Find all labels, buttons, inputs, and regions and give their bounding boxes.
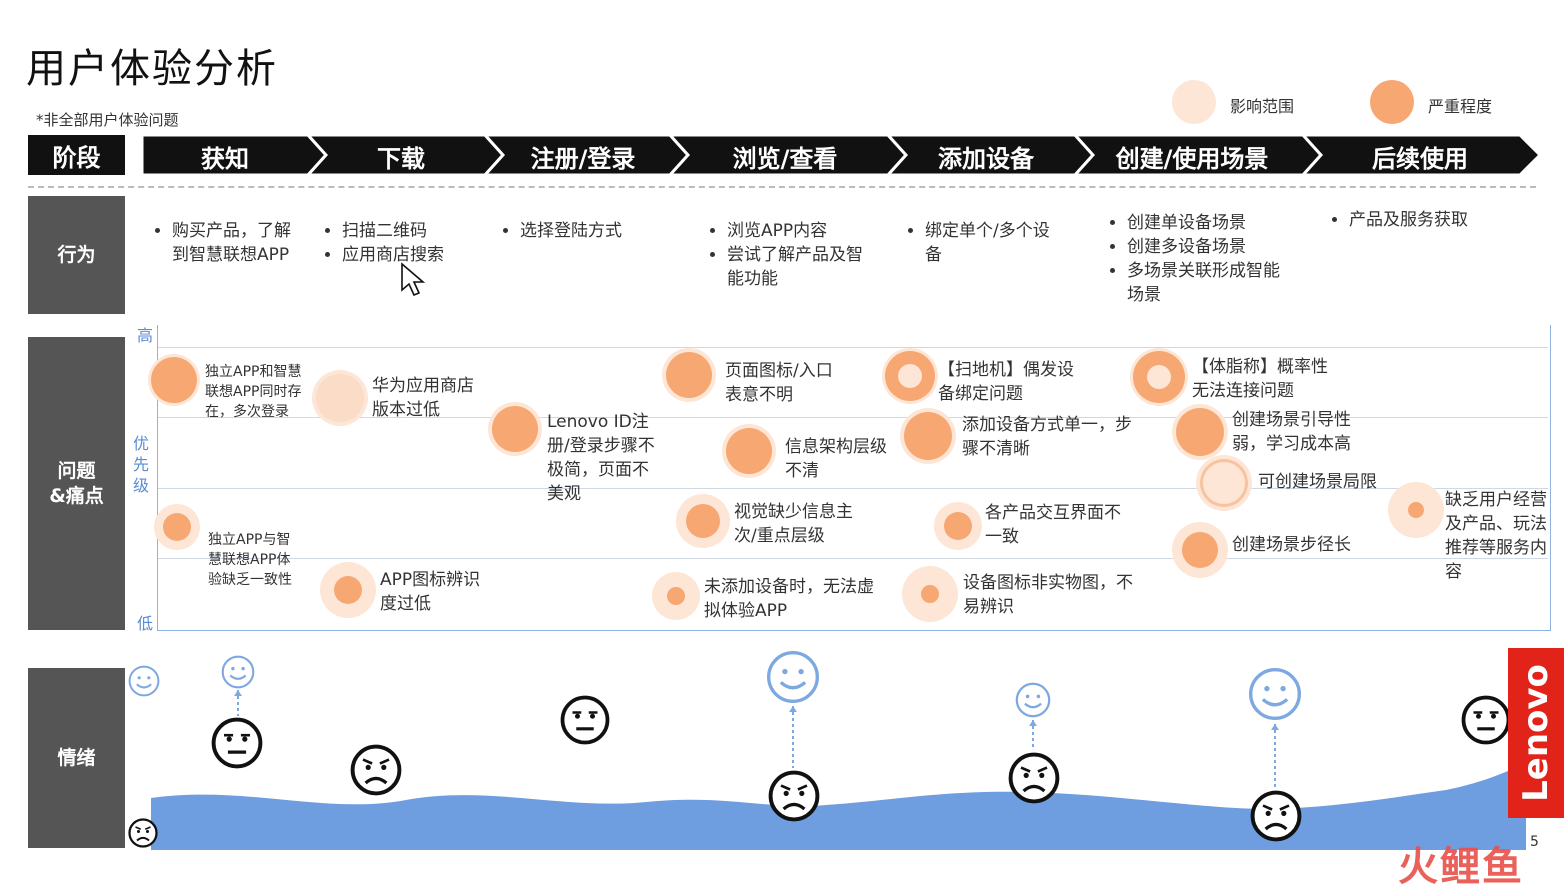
emotion-neutral-icon [560, 695, 610, 745]
issue-label: 视觉缺少信息主次/重点层级 [734, 502, 853, 546]
issues-grid [157, 325, 1551, 631]
issue-label: 信息架构层级不清 [785, 437, 887, 481]
phase-label: 下载 [377, 145, 425, 173]
phase-label: 创建/使用场景 [1115, 145, 1269, 173]
issue-label: 创建场景引导性弱，学习成本高 [1232, 410, 1351, 454]
axis-sad-icon [128, 818, 158, 848]
page-title: 用户体验分析 [26, 46, 278, 92]
divider [28, 186, 1536, 188]
behavior-group: 选择登陆方式 [500, 219, 670, 243]
issue-label: 华为应用商店版本过低 [372, 376, 474, 420]
issue-label: 可创建场景局限 [1258, 472, 1377, 492]
page-number: 5 [1530, 834, 1539, 850]
issue-bubble [312, 370, 368, 426]
issue-label: 添加设备方式单一，步骤不清晰 [962, 415, 1132, 459]
row-label-issues: 问题 &痛点 [28, 337, 125, 630]
emotion-sad-icon [1250, 790, 1302, 842]
issue-bubble [154, 504, 200, 550]
issue-bubble [934, 502, 982, 550]
legend-range-icon [1172, 80, 1216, 124]
issue-label: 缺乏用户经营及产品、玩法推荐等服务内容 [1445, 490, 1547, 582]
issue-label: 页面图标/入口表意不明 [725, 361, 833, 405]
emotion-neutral-icon [1461, 695, 1511, 745]
issue-bubble [676, 494, 730, 548]
behavior-item: 浏览APP内容 [727, 219, 867, 243]
phase-label: 添加设备 [938, 145, 1034, 173]
phase-label: 浏览/查看 [732, 145, 838, 173]
legend-severity-label: 严重程度 [1428, 97, 1493, 116]
behavior-group: 购买产品，了解到智慧联想APP [152, 219, 302, 267]
issue-bubble [722, 424, 776, 478]
behavior-group: 扫描二维码 应用商店搜索 [322, 219, 482, 267]
behavior-item: 绑定单个/多个设备 [925, 219, 1065, 267]
emotion-happy-icon [1249, 668, 1301, 720]
grid-line [158, 488, 1548, 489]
issue-label: 【扫地机】偶发设备绑定问题 [938, 360, 1074, 404]
issue-label: APP图标辨识度过低 [380, 570, 481, 614]
row-label-behavior: 行为 [28, 196, 125, 314]
phase-arrows [140, 133, 1543, 177]
issue-bubble [1172, 404, 1228, 460]
emotion-neutral-icon [211, 717, 263, 769]
grid-line [158, 558, 1548, 559]
issue-label: 创建场景步径长 [1232, 535, 1351, 555]
issue-label: 未添加设备时，无法虚拟体验APP [704, 577, 874, 621]
priority-low-label: 低 [137, 614, 154, 633]
priority-axis-label: 优 先 级 [133, 434, 150, 495]
issue-bubble [902, 566, 958, 622]
issue-bubble [1130, 348, 1188, 406]
lenovo-logo: Lenovo [1508, 648, 1564, 818]
row-label-emotion: 情绪 [28, 668, 125, 848]
legend-range-label: 影响范围 [1230, 97, 1295, 116]
behavior-group: 产品及服务获取 [1329, 208, 1529, 232]
issue-bubble [662, 348, 716, 402]
issue-bubble [900, 408, 956, 464]
emotion-happy-icon [1015, 682, 1051, 718]
behavior-item: 尝试了解产品及智能功能 [727, 243, 867, 291]
issue-bubble [1172, 522, 1228, 578]
phase-label: 后续使用 [1372, 145, 1468, 173]
issue-label: Lenovo ID注册/登录步骤不极简，页面不美观 [547, 412, 655, 504]
behavior-item: 创建单设备场景 [1127, 211, 1287, 235]
priority-high-label: 高 [137, 326, 154, 345]
phase-label: 获知 [201, 145, 249, 173]
grid-line [158, 417, 1548, 418]
behavior-item: 扫描二维码 [342, 219, 482, 243]
mouse-cursor-icon [401, 262, 426, 297]
issue-label: 各产品交互界面不一致 [985, 503, 1121, 547]
emotion-sad-icon [768, 770, 820, 822]
issue-bubble [1196, 455, 1252, 511]
behavior-group: 绑定单个/多个设备 [905, 219, 1065, 267]
issue-label: 【体脂称】概率性无法连接问题 [1192, 357, 1328, 401]
issue-bubble [148, 354, 200, 406]
emotion-sad-icon [1008, 752, 1060, 804]
behavior-item: 产品及服务获取 [1349, 208, 1529, 232]
phase-label: 注册/登录 [530, 145, 636, 173]
issue-bubble [882, 348, 938, 404]
behavior-item: 创建多设备场景 [1127, 235, 1287, 259]
emotion-happy-icon [767, 651, 819, 703]
emotion-sad-icon [350, 744, 402, 796]
phase-header: 阶段 [28, 135, 125, 175]
watermark: 火鲤鱼 [1398, 844, 1524, 890]
issue-bubble [488, 402, 542, 456]
behavior-item: 多场景关联形成智能场景 [1127, 259, 1287, 307]
emotion-curve-chart [128, 651, 1526, 850]
grid-line [158, 347, 1548, 348]
behavior-item: 选择登陆方式 [520, 219, 670, 243]
issue-label: 独立APP和智慧联想APP同时存在，多次登录 [205, 364, 302, 420]
behavior-group: 浏览APP内容 尝试了解产品及智能功能 [707, 219, 867, 291]
issue-label: 设备图标非实物图，不易辨识 [963, 573, 1133, 617]
legend-severity-icon [1370, 80, 1414, 124]
page-note: *非全部用户体验问题 [36, 111, 179, 129]
behavior-group: 创建单设备场景 创建多设备场景 多场景关联形成智能场景 [1107, 211, 1287, 307]
behavior-item: 应用商店搜索 [342, 243, 482, 267]
issue-bubble [320, 562, 376, 618]
issue-bubble [1388, 482, 1444, 538]
issue-bubble [652, 572, 700, 620]
behavior-item: 购买产品，了解到智慧联想APP [172, 219, 302, 267]
issue-label: 独立APP与智慧联想APP体验缺乏一致性 [208, 532, 292, 588]
emotion-happy-icon [221, 655, 255, 689]
axis-happy-icon [128, 665, 160, 697]
